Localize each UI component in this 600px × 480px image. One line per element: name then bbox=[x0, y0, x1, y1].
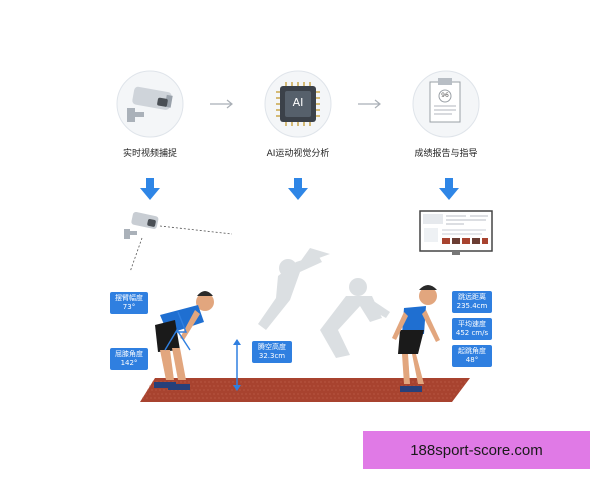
step-3-report-circle bbox=[412, 70, 480, 138]
step-1-camera-circle bbox=[116, 70, 184, 138]
metric-value: 235.4cm bbox=[456, 302, 488, 310]
step-label-report: 成绩报告与指导 bbox=[414, 149, 478, 159]
metric-name: 屈膝角度 bbox=[115, 350, 143, 358]
athlete-landing bbox=[392, 285, 440, 392]
watermark-banner: 188sport-score.com bbox=[363, 431, 590, 469]
arrow-down-icon bbox=[439, 178, 459, 200]
report-monitor-icon bbox=[419, 210, 493, 255]
chip-label: AI bbox=[292, 96, 304, 109]
metric-name: 跳远距离 bbox=[458, 293, 486, 301]
metric-avg-speed: 平均速度 452 cm/s bbox=[452, 318, 492, 340]
metric-knee-angle: 屈膝角度 142° bbox=[110, 348, 148, 370]
metric-value: 452 cm/s bbox=[455, 329, 489, 337]
arrow-right-icon bbox=[358, 99, 381, 109]
metric-air-height: 腾空高度 32.3cm bbox=[252, 341, 292, 363]
ghost-jumper-air bbox=[258, 248, 330, 330]
step-2-ai-circle bbox=[264, 70, 332, 138]
step-label-capture: 实时视频捕捉 bbox=[122, 149, 177, 159]
metric-takeoff-angle: 起跳角度 48° bbox=[452, 345, 492, 367]
metric-arm-swing: 摆臂幅度 73° bbox=[110, 292, 148, 314]
arrow-down-icon bbox=[288, 178, 308, 200]
athlete-crouch bbox=[154, 291, 214, 390]
report-document-icon bbox=[429, 78, 461, 123]
field-camera-icon bbox=[124, 211, 159, 239]
step-label-analysis: AI运动视觉分析 bbox=[266, 149, 330, 159]
metric-jump-distance: 跳远距离 235.4cm bbox=[452, 291, 492, 313]
arrow-down-icon bbox=[140, 178, 160, 200]
metric-name: 平均速度 bbox=[458, 320, 486, 328]
metric-value: 73° bbox=[122, 303, 136, 311]
metric-name: 腾空高度 bbox=[258, 343, 286, 351]
ai-chip-icon bbox=[276, 82, 320, 126]
report-score: 96 bbox=[441, 92, 449, 99]
metric-value: 48° bbox=[465, 356, 479, 364]
running-track bbox=[140, 378, 470, 402]
cctv-camera-icon bbox=[127, 86, 173, 122]
height-arrow-icon bbox=[233, 339, 241, 391]
metric-value: 32.3cm bbox=[258, 352, 286, 360]
metric-name: 摆臂幅度 bbox=[115, 294, 143, 302]
ghost-jumper-landing bbox=[320, 278, 390, 358]
metric-name: 起跳角度 bbox=[458, 347, 486, 355]
arrow-right-icon bbox=[210, 99, 233, 109]
metric-value: 142° bbox=[120, 359, 138, 367]
